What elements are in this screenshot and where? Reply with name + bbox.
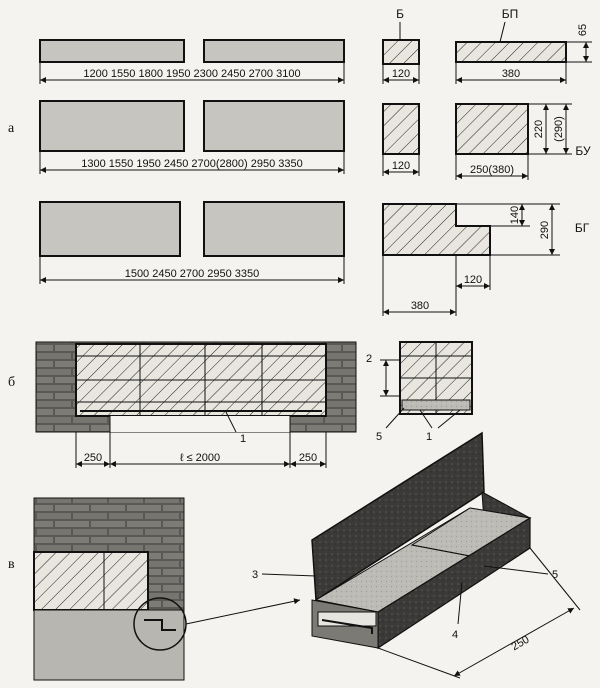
wall-fragment: [33, 497, 301, 681]
dim-bg-step: 140: [509, 206, 521, 224]
type-bu-label: БУ: [575, 144, 591, 158]
wall-elevation: 1 250 ℓ ≤ 2000 250: [35, 341, 357, 468]
lintel-row-1: 1200 1550 1800 1950 2300 2450 2700 3100: [39, 39, 345, 84]
isometric-lintel: 3 5 4 250: [252, 431, 581, 679]
section-b-tall: 120: [382, 103, 420, 176]
dim-b-width: 120: [392, 68, 410, 80]
callout-1a: 1: [240, 433, 246, 445]
section-letter-a: а: [8, 121, 15, 136]
section-bp: БП 65 380: [455, 7, 592, 84]
dim-bg-width: 380: [411, 300, 429, 312]
callout-5b: 5: [552, 569, 558, 581]
dim-bu-height-alt: (290): [553, 116, 565, 142]
dim-bu-width: 250(380): [470, 164, 514, 176]
callout-5a: 5: [376, 431, 382, 443]
row3-lengths: 1500 2450 2700 2950 3350: [125, 268, 260, 280]
type-b-label: Б: [396, 7, 404, 21]
type-bp-label: БП: [502, 7, 519, 21]
dim-bg-shelf: 120: [464, 274, 482, 286]
section-b: Б 120: [382, 7, 420, 84]
callout-4: 4: [452, 629, 458, 641]
section-letter-b: б: [8, 375, 15, 390]
dim-bp-width: 380: [502, 68, 520, 80]
wall-section: 2 5 1: [366, 341, 473, 443]
section-bg: 140 290 БГ 120 380: [382, 203, 590, 316]
callout-3: 3: [252, 569, 258, 581]
dim-bu-height: 220: [533, 120, 545, 138]
dim-support-right: 250: [299, 452, 317, 464]
lintel-row-3: 1500 2450 2700 2950 3350: [39, 201, 345, 284]
callout-1b: 1: [426, 431, 432, 443]
row1-lengths: 1200 1550 1800 1950 2300 2450 2700 3100: [83, 68, 300, 80]
lintel-row-2: 1300 1550 1950 2450 2700(2800) 2950 3350: [39, 100, 345, 174]
dim-bg-height: 290: [539, 221, 551, 239]
callout-2: 2: [366, 353, 372, 365]
dim-span: ℓ ≤ 2000: [180, 452, 220, 464]
type-bg-label: БГ: [575, 221, 590, 235]
section-letter-v: в: [8, 557, 15, 572]
dim-b-tall-width: 120: [392, 160, 410, 172]
dim-support-left: 250: [84, 452, 102, 464]
section-bu: 220 (290) БУ 250(380): [455, 103, 591, 180]
dim-iso-width: 250: [510, 634, 532, 654]
dim-bp-height: 65: [577, 24, 589, 36]
row2-lengths: 1300 1550 1950 2450 2700(2800) 2950 3350: [81, 158, 302, 170]
